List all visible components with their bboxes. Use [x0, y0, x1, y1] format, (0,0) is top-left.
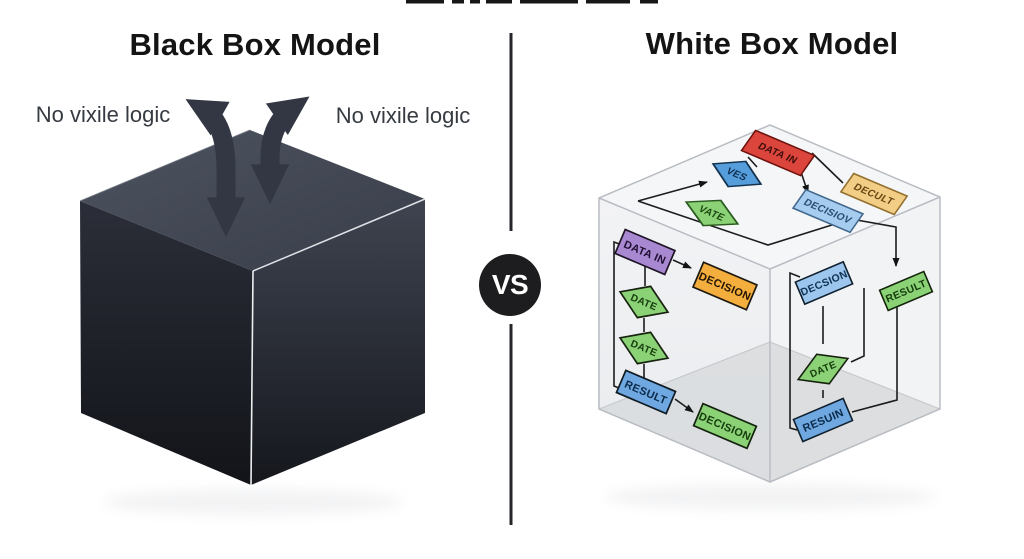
- flowchart-front-face: DATA IN DECISION DATE DATE RESULT DECISI…: [613, 228, 759, 450]
- no-logic-label-right: No vixile logic: [335, 103, 471, 128]
- node-box: [794, 260, 854, 306]
- node-box: [878, 270, 934, 312]
- curved-arrow-left-icon: [185, 99, 246, 238]
- node-box: [839, 172, 909, 216]
- connector-loop-to-yes: [637, 180, 708, 202]
- cropped-text-strip: [406, 0, 658, 4]
- node-box: [791, 188, 865, 234]
- node-diamond: [796, 353, 850, 385]
- strip-dash: [486, 0, 512, 4]
- connector-top-loop: [637, 200, 852, 246]
- node-date1-diamond: DATE: [618, 285, 670, 319]
- connector-side-step2: [851, 303, 898, 413]
- flowchart-connectors: [613, 152, 900, 431]
- black-box-title: Black Box Model: [129, 27, 381, 62]
- connector-side-loop: [789, 271, 801, 431]
- white-box-title: White Box Model: [645, 26, 899, 61]
- strip-dash: [406, 0, 444, 4]
- node-data-in-top: DATA IN: [740, 129, 816, 177]
- black-cube-front-edge: [250, 270, 254, 486]
- vs-badge: VS: [479, 254, 541, 316]
- connector-loop-to-result: [850, 218, 900, 267]
- black-box-arrows: [185, 96, 310, 238]
- connector-datain-decult: [811, 152, 844, 184]
- node-diamond: [618, 331, 670, 365]
- black-cube-right-face: [251, 199, 425, 485]
- node-diamond: [618, 285, 670, 319]
- node-diamond: [711, 160, 763, 188]
- connector-datain-decision-front: [672, 259, 692, 269]
- curved-arrow-right-icon: [250, 96, 310, 205]
- black-cube-topright-edge: [252, 198, 426, 272]
- strip-dash: [640, 0, 658, 4]
- black-cube-left-face: [80, 201, 253, 485]
- node-box: [613, 228, 677, 276]
- node-box: [692, 402, 758, 450]
- strip-dash: [452, 0, 464, 4]
- node-data-in-front: DATA IN: [613, 228, 677, 276]
- node-date-side-diamond: DATE: [796, 353, 850, 385]
- node-box: [792, 397, 854, 443]
- black-box-cube: [79, 129, 426, 486]
- node-vate-diamond: VATE: [684, 199, 740, 227]
- strip-dash: [520, 0, 578, 4]
- white-cube-shadow: [605, 484, 935, 510]
- node-box: [740, 129, 816, 177]
- node-box: [615, 369, 677, 415]
- node-result-side: RESULT: [878, 270, 934, 312]
- flowchart-top-face: DATA IN VES VATE DECULT DECISIOV: [684, 129, 909, 234]
- node-diamond: [684, 199, 740, 227]
- connector-side-step1: [850, 288, 865, 363]
- strip-dash: [586, 0, 630, 4]
- node-yes-diamond: VES: [711, 160, 763, 188]
- flowchart-side-face: DECSION RESULT DATE RESUIN: [792, 260, 934, 443]
- node-date2-diamond: DATE: [618, 331, 670, 365]
- no-logic-label-left: No vixile logic: [35, 102, 171, 127]
- strip-dash: [470, 0, 480, 4]
- connector-yes-datain: [747, 156, 758, 168]
- connector-front-loop: [613, 240, 623, 390]
- node-box: [691, 261, 759, 311]
- black-cube-shadow: [103, 489, 403, 515]
- connector-result-decision-front: [674, 398, 694, 413]
